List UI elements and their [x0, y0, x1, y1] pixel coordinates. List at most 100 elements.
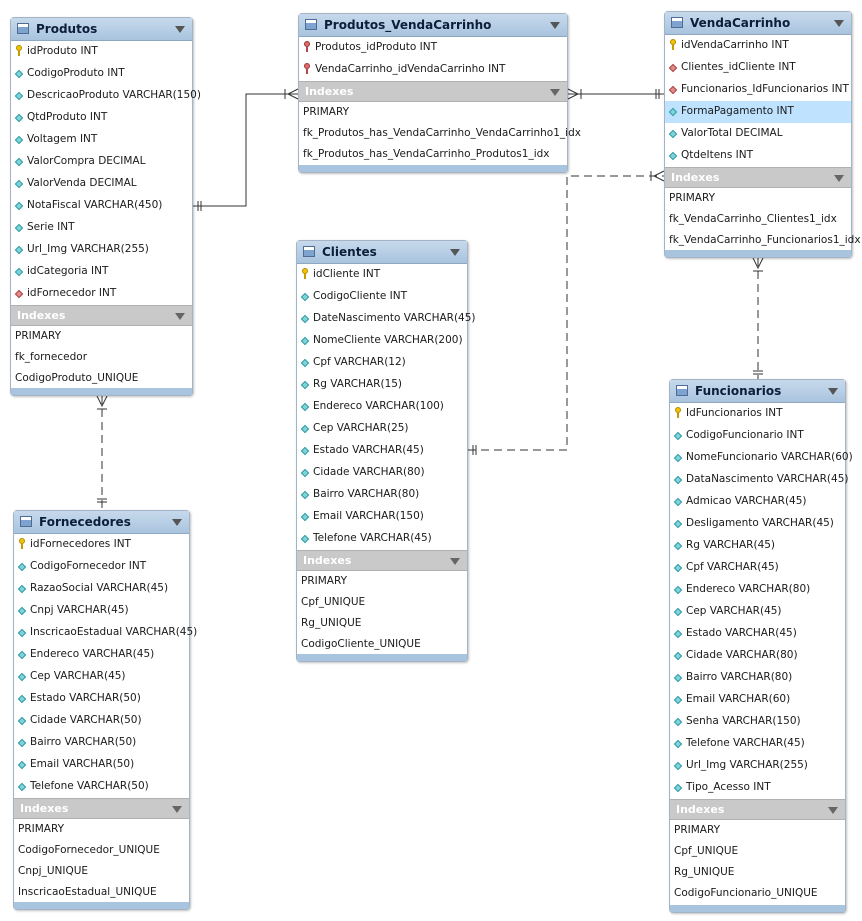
- collapse-arrow-icon[interactable]: [550, 89, 560, 96]
- table-header[interactable]: Produtos: [11, 18, 192, 41]
- column-row[interactable]: DescricaoProduto VARCHAR(150): [11, 85, 201, 107]
- column-row[interactable]: idCategoria INT: [11, 261, 192, 283]
- column-row[interactable]: Email VARCHAR(50): [14, 754, 189, 776]
- index-row[interactable]: Rg_UNIQUE: [670, 862, 845, 883]
- collapse-arrow-icon[interactable]: [450, 249, 460, 256]
- index-row[interactable]: Cpf_UNIQUE: [670, 841, 845, 862]
- column-row[interactable]: Voltagem INT: [11, 129, 192, 151]
- collapse-arrow-icon[interactable]: [550, 22, 560, 29]
- index-row[interactable]: CodigoFornecedor_UNIQUE: [14, 840, 189, 861]
- index-row[interactable]: InscricaoEstadual_UNIQUE: [14, 882, 189, 903]
- collapse-arrow-icon[interactable]: [828, 388, 838, 395]
- column-row[interactable]: Estado VARCHAR(50): [14, 688, 189, 710]
- index-row[interactable]: Rg_UNIQUE: [297, 613, 467, 634]
- column-row[interactable]: Cidade VARCHAR(80): [297, 462, 467, 484]
- index-row[interactable]: PRIMARY: [665, 188, 851, 209]
- column-row[interactable]: IdFuncionarios INT: [670, 403, 845, 425]
- table-header[interactable]: Clientes: [297, 241, 467, 264]
- index-row[interactable]: CodigoFuncionario_UNIQUE: [670, 883, 845, 904]
- column-row[interactable]: Endereco VARCHAR(45): [14, 644, 189, 666]
- column-row[interactable]: DateNascimento VARCHAR(45): [297, 308, 476, 330]
- relationship-produtos-vendacarrinho-vendacarrinho[interactable]: [567, 88, 664, 100]
- column-row[interactable]: Cnpj VARCHAR(45): [14, 600, 189, 622]
- index-row[interactable]: fk_VendaCarrinho_Clientes1_idx: [665, 209, 851, 230]
- index-row[interactable]: PRIMARY: [11, 326, 192, 347]
- column-row[interactable]: Estado VARCHAR(45): [297, 440, 467, 462]
- index-row[interactable]: PRIMARY: [297, 571, 467, 592]
- column-row[interactable]: Cidade VARCHAR(50): [14, 710, 189, 732]
- collapse-arrow-icon[interactable]: [172, 519, 182, 526]
- column-row[interactable]: Cpf VARCHAR(12): [297, 352, 467, 374]
- index-row[interactable]: CodigoCliente_UNIQUE: [297, 634, 467, 655]
- relationship-clientes-vendacarrinho[interactable]: [468, 170, 665, 455]
- index-row[interactable]: fk_VendaCarrinho_Funcionarios1_idx: [665, 230, 861, 251]
- collapse-arrow-icon[interactable]: [834, 175, 844, 182]
- index-row[interactable]: PRIMARY: [299, 102, 567, 123]
- table-header[interactable]: Funcionarios: [670, 380, 845, 403]
- column-row[interactable]: Desligamento VARCHAR(45): [670, 513, 845, 535]
- relationship-vendacarrinho-funcionarios[interactable]: [752, 257, 764, 379]
- indexes-header[interactable]: Indexes: [670, 799, 845, 820]
- indexes-header[interactable]: Indexes: [297, 550, 467, 571]
- column-row[interactable]: DataNascimento VARCHAR(45): [670, 469, 848, 491]
- column-row[interactable]: Bairro VARCHAR(80): [670, 667, 845, 689]
- column-row[interactable]: Cidade VARCHAR(80): [670, 645, 845, 667]
- table-produtos-vendacarrinho[interactable]: Produtos_VendaCarrinho Produtos_idProdut…: [298, 13, 581, 173]
- index-row[interactable]: CodigoProduto_UNIQUE: [11, 368, 192, 389]
- column-row[interactable]: Tipo_Acesso INT: [670, 777, 845, 799]
- column-row[interactable]: idFornecedor INT: [11, 283, 192, 305]
- column-row[interactable]: NomeCliente VARCHAR(200): [297, 330, 467, 352]
- column-row[interactable]: RazaoSocial VARCHAR(45): [14, 578, 189, 600]
- index-row[interactable]: PRIMARY: [14, 819, 189, 840]
- column-row[interactable]: ValorCompra DECIMAL: [11, 151, 192, 173]
- column-row[interactable]: FormaPagamento INT: [665, 101, 851, 123]
- column-row[interactable]: Admicao VARCHAR(45): [670, 491, 845, 513]
- column-row[interactable]: CodigoFornecedor INT: [14, 556, 189, 578]
- column-row[interactable]: NotaFiscal VARCHAR(450): [11, 195, 192, 217]
- index-row[interactable]: fk_Produtos_has_VendaCarrinho_Produtos1_…: [299, 144, 567, 165]
- column-row[interactable]: Url_Img VARCHAR(255): [11, 239, 192, 261]
- column-row[interactable]: Telefone VARCHAR(45): [670, 733, 845, 755]
- column-row[interactable]: Telefone VARCHAR(45): [297, 528, 467, 550]
- collapse-arrow-icon[interactable]: [828, 807, 838, 814]
- column-row[interactable]: Email VARCHAR(150): [297, 506, 467, 528]
- index-row[interactable]: fk_fornecedor: [11, 347, 192, 368]
- indexes-header[interactable]: Indexes: [11, 305, 192, 326]
- column-row[interactable]: Clientes_idCliente INT: [665, 57, 851, 79]
- column-row[interactable]: ValorTotal DECIMAL: [665, 123, 851, 145]
- column-row[interactable]: Funcionarios_IdFuncionarios INT: [665, 79, 851, 101]
- collapse-arrow-icon[interactable]: [834, 20, 844, 27]
- column-row[interactable]: QtdProduto INT: [11, 107, 192, 129]
- index-row[interactable]: Cpf_UNIQUE: [297, 592, 467, 613]
- column-row[interactable]: Telefone VARCHAR(50): [14, 776, 189, 798]
- column-row[interactable]: Bairro VARCHAR(50): [14, 732, 189, 754]
- column-row[interactable]: Rg VARCHAR(15): [297, 374, 467, 396]
- table-header[interactable]: Fornecedores: [14, 511, 189, 534]
- column-row[interactable]: QtdeItens INT: [665, 145, 851, 167]
- column-row[interactable]: Cep VARCHAR(45): [14, 666, 189, 688]
- index-row[interactable]: PRIMARY: [670, 820, 845, 841]
- column-row[interactable]: InscricaoEstadual VARCHAR(45): [14, 622, 197, 644]
- column-row[interactable]: Endereco VARCHAR(80): [670, 579, 845, 601]
- column-row[interactable]: Estado VARCHAR(45): [670, 623, 845, 645]
- column-row[interactable]: Senha VARCHAR(150): [670, 711, 845, 733]
- column-row[interactable]: CodigoCliente INT: [297, 286, 467, 308]
- collapse-arrow-icon[interactable]: [172, 806, 182, 813]
- column-row[interactable]: idCliente INT: [297, 264, 467, 286]
- column-row[interactable]: Url_Img VARCHAR(255): [670, 755, 845, 777]
- column-row[interactable]: Produtos_idProduto INT: [299, 37, 567, 59]
- column-row[interactable]: CodigoProduto INT: [11, 63, 192, 85]
- index-row[interactable]: Cnpj_UNIQUE: [14, 861, 189, 882]
- column-row[interactable]: Bairro VARCHAR(80): [297, 484, 467, 506]
- collapse-arrow-icon[interactable]: [450, 558, 460, 565]
- column-row[interactable]: ValorVenda DECIMAL: [11, 173, 192, 195]
- table-header[interactable]: Produtos_VendaCarrinho: [299, 14, 567, 37]
- indexes-header[interactable]: Indexes: [665, 167, 851, 188]
- indexes-header[interactable]: Indexes: [299, 81, 567, 102]
- column-row[interactable]: Cpf VARCHAR(45): [670, 557, 845, 579]
- column-row[interactable]: Email VARCHAR(60): [670, 689, 845, 711]
- column-row[interactable]: CodigoFuncionario INT: [670, 425, 845, 447]
